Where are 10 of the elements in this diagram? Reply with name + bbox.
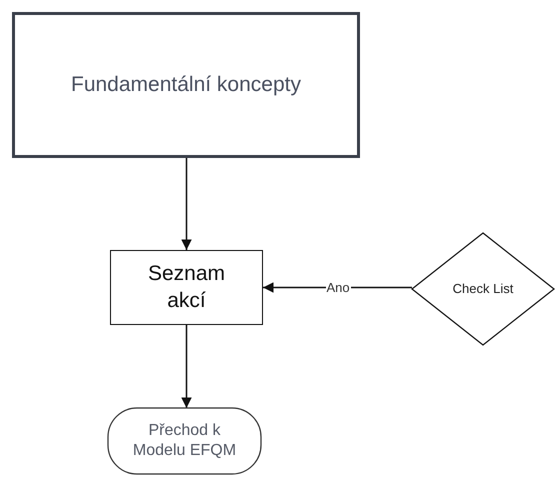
- decision-diamond: [412, 233, 554, 345]
- process-box: [110, 250, 263, 325]
- node-label: Fundamentální koncepty: [71, 72, 301, 98]
- node-label: Check List: [452, 280, 514, 298]
- arrow: [181, 158, 192, 250]
- concept-box: [12, 12, 360, 158]
- node-label: Seznam akcí: [146, 261, 226, 314]
- node-label: Přechod k Modelu EFQM: [132, 421, 238, 461]
- arrow: [181, 325, 192, 408]
- terminal-shape: [108, 408, 261, 474]
